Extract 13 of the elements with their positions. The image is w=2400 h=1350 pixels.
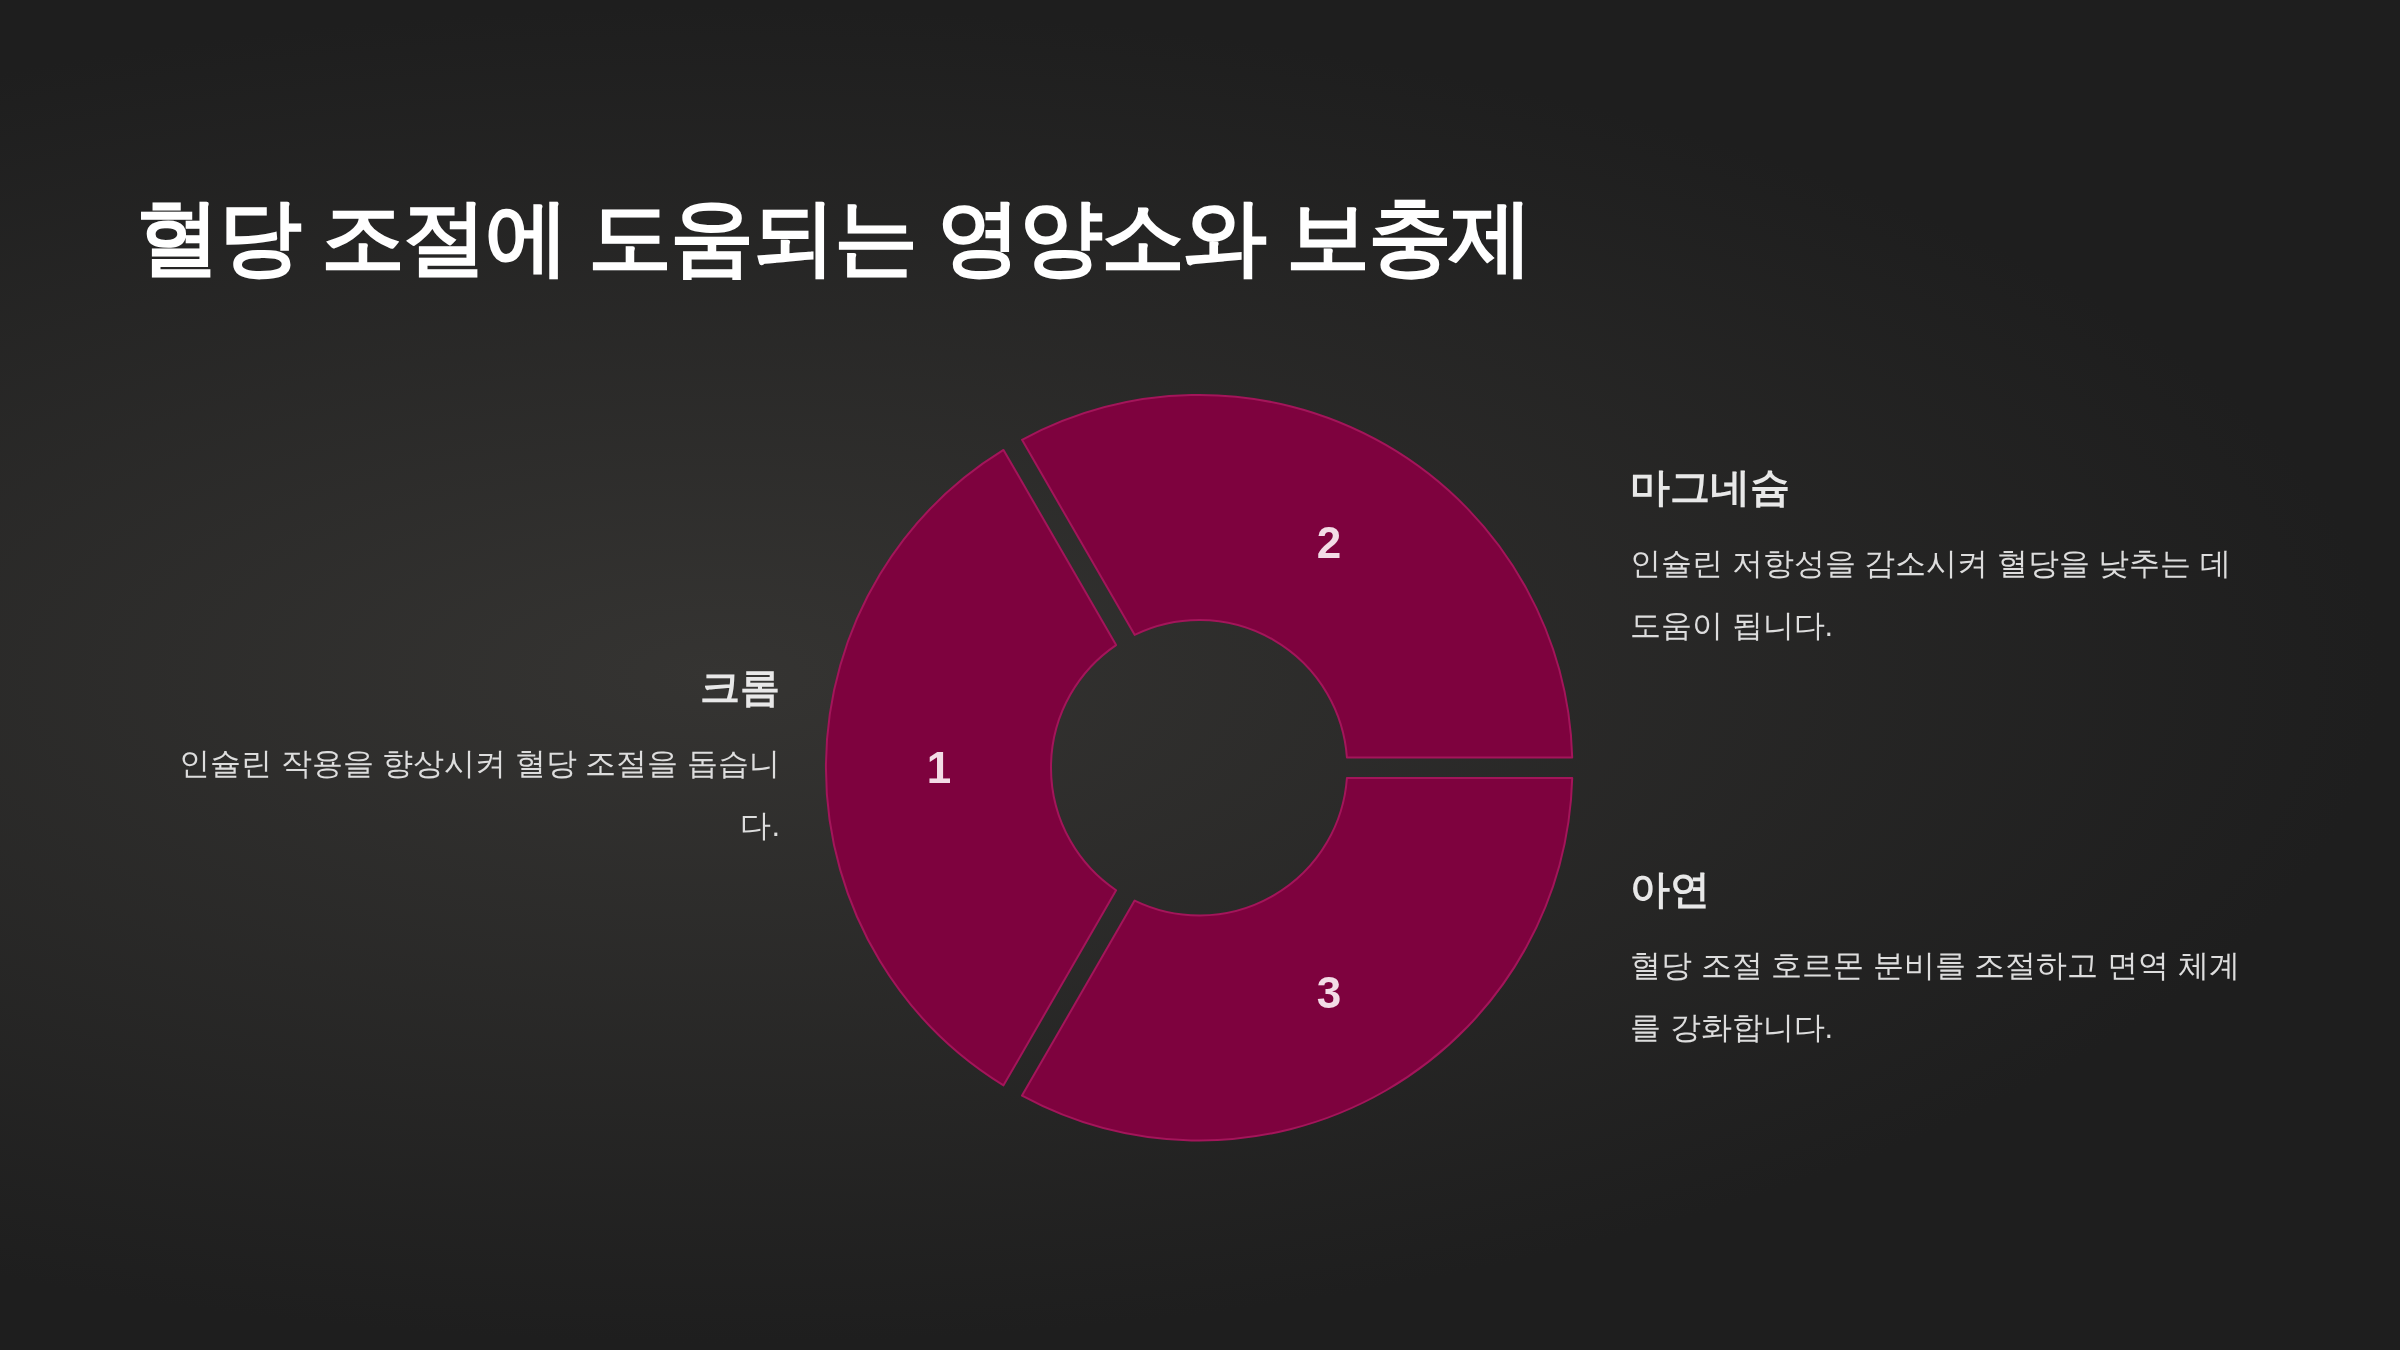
nutrient-description: 인슐린 저항성을 감소시켜 혈당을 낮추는 데 도움이 됩니다. bbox=[1630, 545, 2233, 645]
segment-number: 1 bbox=[926, 746, 952, 790]
nutrient-heading: 마그네슘 bbox=[1630, 464, 1790, 511]
nutrient-heading: 크롬 bbox=[700, 664, 780, 711]
donut-segment bbox=[823, 447, 1120, 1089]
donut-segment bbox=[1018, 392, 1575, 761]
nutrient-heading: 아연 bbox=[1630, 866, 1710, 913]
nutrient-description: 인슐린 작용을 향상시켜 혈당 조절을 돕습니다. bbox=[177, 745, 780, 845]
title: 혈당 조절에 도움되는 영양소와 보충제 bbox=[136, 195, 1532, 279]
nutrient-description: 혈당 조절 호르몬 분비를 조절하고 면역 체계를 강화합니다. bbox=[1630, 947, 2241, 1047]
segment-number: 2 bbox=[1316, 520, 1342, 565]
donut-segment bbox=[1018, 775, 1575, 1144]
segment-number: 3 bbox=[1316, 971, 1342, 1016]
